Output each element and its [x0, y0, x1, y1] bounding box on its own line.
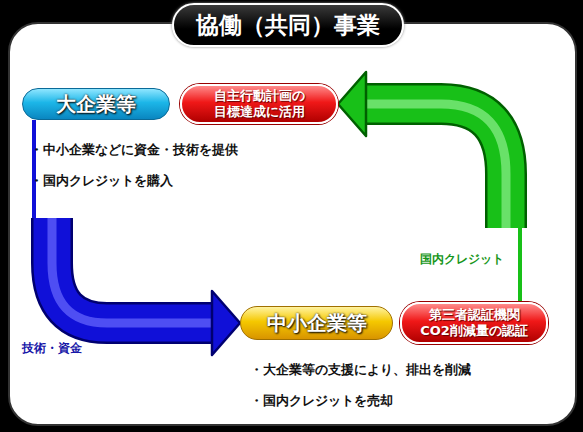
node-text: 第三者認証機関 CO2削減量の認証 — [408, 307, 540, 339]
node-text: 大企業等 — [56, 91, 136, 118]
edge-label: 技術・資金 — [22, 340, 82, 357]
arrow-body — [364, 104, 506, 228]
arrow-stem — [518, 224, 522, 302]
arrow-body-shadow — [364, 104, 506, 228]
bullet-note: ・国内クレジットを売却 — [250, 392, 393, 410]
arrow-body-shadow — [52, 218, 214, 323]
actor-pill: 中小企業等 — [240, 306, 393, 340]
arrow-body — [52, 218, 214, 323]
node-text: 自主行動計画の 目標達成に活用 — [188, 88, 330, 120]
arrow-highlight — [364, 104, 506, 228]
arrow-highlight — [52, 218, 214, 323]
title-pill: 協働（共同）事業 — [172, 3, 404, 47]
node-text: 中小企業等 — [267, 310, 367, 337]
bullet-note: ・国内クレジットを購入 — [30, 172, 173, 190]
note-badge: 第三者認証機関 CO2削減量の認証 — [400, 302, 548, 344]
actor-pill: 大企業等 — [22, 88, 170, 120]
bullet-note: ・大企業等の支援により、排出を削減 — [250, 361, 471, 379]
title-text: 協働（共同）事業 — [196, 10, 380, 41]
flow-arrow — [338, 72, 520, 302]
arrow-head — [338, 72, 366, 136]
bullet-note: ・中小企業などに資金・技術を提供 — [30, 141, 238, 159]
arrow-head — [212, 291, 240, 355]
arrow-stem — [32, 120, 36, 222]
edge-label: 国内クレジット — [420, 251, 504, 268]
note-badge: 自主行動計画の 目標達成に活用 — [180, 84, 338, 124]
